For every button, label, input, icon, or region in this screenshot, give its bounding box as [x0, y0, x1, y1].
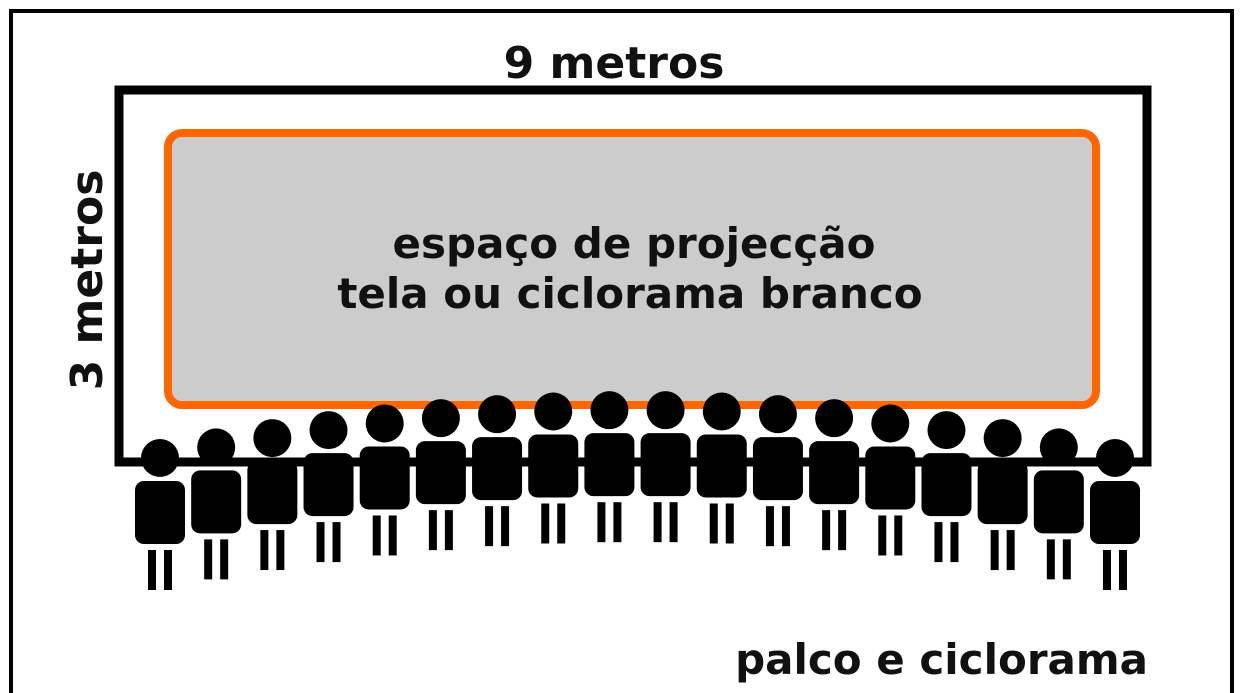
person-head: [983, 419, 1022, 458]
audience-person: [472, 395, 523, 547]
person-leg-left: [709, 503, 718, 544]
person-leg-left: [765, 506, 774, 547]
person-leg-right: [894, 515, 903, 556]
person-leg-left: [1046, 539, 1055, 580]
audience-group: [135, 391, 1140, 590]
person-head: [1096, 439, 1134, 477]
person-leg-left: [204, 539, 213, 580]
person-body: [977, 461, 1028, 525]
person-body: [359, 446, 410, 510]
person-head: [478, 395, 517, 434]
person-leg-right: [1062, 539, 1071, 580]
person-body: [1033, 470, 1084, 534]
person-leg-right: [220, 539, 229, 580]
person-body: [809, 441, 860, 505]
person-leg-right: [838, 510, 847, 551]
person-leg-right: [613, 502, 622, 543]
person-leg-right: [669, 502, 678, 543]
person-head: [197, 428, 236, 467]
audience-person: [640, 391, 691, 543]
person-leg-left: [541, 503, 550, 544]
person-body: [752, 437, 803, 501]
person-body: [472, 437, 523, 501]
person-leg-left: [934, 522, 943, 563]
person-body: [584, 433, 635, 497]
person-leg-right: [781, 506, 790, 547]
person-leg-left: [316, 522, 325, 563]
audience-person: [752, 395, 803, 547]
person-body: [1090, 481, 1140, 544]
person-leg-right: [164, 550, 172, 590]
person-head: [253, 419, 292, 458]
person-leg-right: [725, 503, 734, 544]
audience-person: [865, 404, 916, 556]
person-leg-right: [557, 503, 566, 544]
person-leg-right: [332, 522, 341, 563]
screen-label-line2: tela ou ciclorama branco: [337, 269, 922, 318]
person-leg-left: [878, 515, 887, 556]
person-leg-right: [1119, 550, 1127, 590]
audience-person: [415, 399, 466, 551]
audience-person: [191, 428, 242, 580]
person-head: [815, 399, 854, 438]
person-head: [365, 404, 404, 443]
person-body: [247, 461, 298, 525]
audience-person: [1033, 428, 1084, 580]
height-dimension-label: 3 metros: [62, 170, 113, 391]
person-leg-left: [822, 510, 831, 551]
outer-border: [9, 9, 1234, 693]
person-head: [534, 392, 573, 431]
person-body: [921, 453, 972, 517]
audience-person: [528, 392, 579, 544]
person-body: [135, 481, 185, 544]
person-head: [758, 395, 797, 434]
person-leg-right: [444, 510, 453, 551]
person-leg-left: [260, 530, 269, 571]
person-body: [303, 453, 354, 517]
person-leg-left: [372, 515, 381, 556]
person-leg-right: [276, 530, 285, 571]
person-leg-right: [501, 506, 510, 547]
audience-person: [977, 419, 1028, 571]
person-head: [871, 404, 910, 443]
person-head: [1039, 428, 1078, 467]
person-leg-right: [1006, 530, 1015, 571]
audience-person: [1090, 439, 1140, 590]
person-leg-left: [653, 502, 662, 543]
audience-person: [303, 411, 354, 563]
person-leg-right: [950, 522, 959, 563]
person-leg-left: [1103, 550, 1111, 590]
person-body: [415, 441, 466, 505]
person-leg-left: [148, 550, 156, 590]
person-leg-left: [597, 502, 606, 543]
audience-person: [359, 404, 410, 556]
person-leg-left: [485, 506, 494, 547]
person-body: [528, 434, 579, 498]
person-head: [141, 439, 179, 477]
person-head: [702, 392, 741, 431]
person-body: [640, 433, 691, 497]
person-head: [421, 399, 460, 438]
audience-person: [809, 399, 860, 551]
person-leg-left: [990, 530, 999, 571]
screen-label-line1: espaço de projecção: [393, 219, 876, 268]
person-head: [646, 391, 685, 430]
person-body: [191, 470, 242, 534]
person-leg-right: [388, 515, 397, 556]
projection-screen: [164, 129, 1100, 409]
person-head: [927, 411, 966, 450]
stage-caption: palco e ciclorama: [735, 635, 1148, 684]
audience-person: [921, 411, 972, 563]
person-body: [696, 434, 747, 498]
person-head: [309, 411, 348, 450]
audience-person: [584, 391, 635, 543]
person-body: [865, 446, 916, 510]
audience-person: [247, 419, 298, 571]
person-head: [590, 391, 629, 430]
width-dimension-label: 9 metros: [504, 38, 725, 89]
audience-person: [135, 439, 185, 590]
person-leg-left: [428, 510, 437, 551]
audience-person: [696, 392, 747, 544]
